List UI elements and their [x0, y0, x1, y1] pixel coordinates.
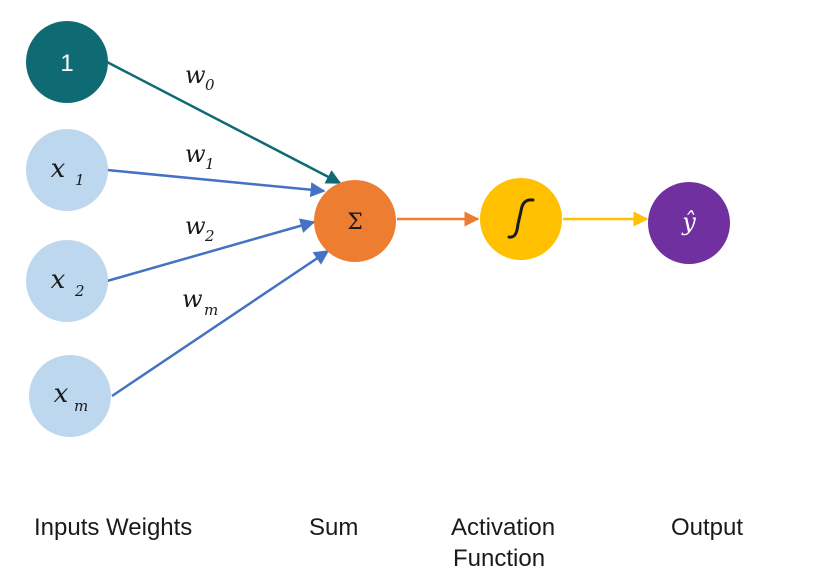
input-node-xm-circle [29, 355, 111, 437]
bias-node: 1 [26, 21, 108, 103]
caption-sum: Sum [309, 514, 359, 541]
input-node-x1-label: x [51, 154, 66, 184]
input-node-x1-circle [26, 129, 108, 211]
sum-node: Σ [314, 180, 396, 262]
weight-label-w0: w 0 [185, 61, 215, 94]
edge-x1-to-sum [106, 168, 326, 198]
input-node-x2-subscript: 2 [74, 282, 85, 300]
input-node-x1: x 1 [26, 129, 108, 211]
weight-w0-main: w [185, 61, 206, 89]
weight-label-wm: w m [182, 285, 218, 319]
output-node: ŷ [648, 182, 730, 264]
edge-bias-to-sum [106, 60, 342, 185]
weight-w1-main: w [185, 140, 206, 168]
edge-x2-to-sum [106, 218, 316, 283]
edge-xm-to-sum [111, 249, 330, 398]
weight-label-w2: w 2 [185, 212, 215, 245]
input-node-x1-subscript: 1 [75, 171, 85, 189]
activation-node [480, 178, 562, 260]
output-node-circle [648, 182, 730, 264]
input-node-x2: x 2 [26, 240, 108, 322]
input-node-x2-label: x [51, 265, 66, 295]
bias-node-label: 1 [60, 50, 73, 77]
caption-output: Output [671, 514, 744, 541]
weight-wm-subscript: m [204, 301, 218, 319]
weight-w1-subscript: 1 [205, 155, 215, 173]
weight-w2-subscript: 2 [204, 227, 215, 245]
weight-w2-main: w [185, 212, 206, 240]
output-node-label: ŷ [681, 208, 696, 236]
weight-label-w1: w 1 [185, 140, 215, 173]
bias-node-circle [26, 21, 108, 103]
caption-inputs-weights: Inputs Weights [34, 514, 193, 541]
input-node-xm-label: x [54, 379, 69, 409]
sum-node-circle [314, 180, 396, 262]
input-node-x2-circle [26, 240, 108, 322]
input-node-xm: x m [29, 355, 111, 437]
caption-activation-line2: Function [453, 545, 546, 572]
sum-node-label: Σ [347, 210, 363, 235]
weight-w0-subscript: 0 [205, 76, 215, 94]
sigmoid-integral-icon [507, 198, 535, 239]
weight-wm-main: w [182, 285, 203, 313]
caption-activation-line1: Activation [451, 514, 556, 541]
activation-node-circle [480, 178, 562, 260]
input-node-xm-subscript: m [74, 397, 88, 415]
